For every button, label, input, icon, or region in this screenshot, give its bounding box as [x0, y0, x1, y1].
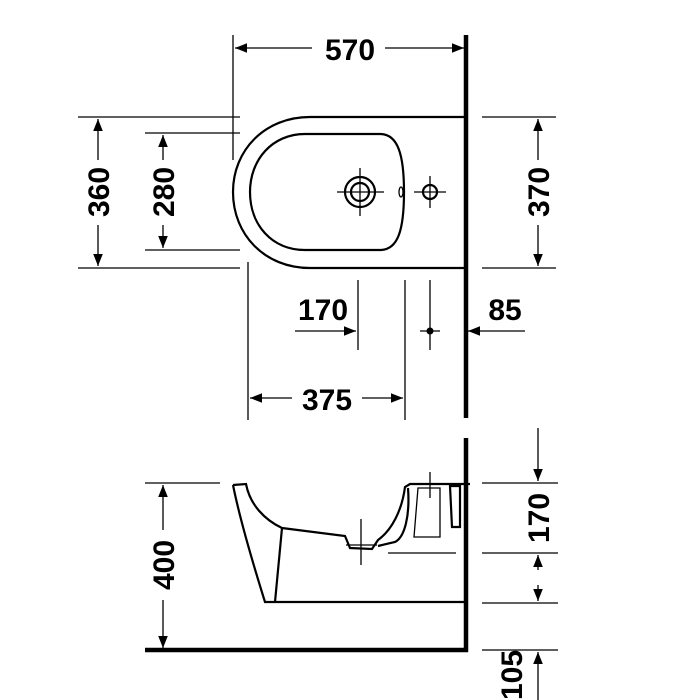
dim-370: 370	[523, 167, 556, 217]
dim-170-top: 170	[298, 294, 348, 327]
dim-280: 280	[148, 167, 181, 217]
dim-570: 570	[325, 34, 375, 67]
dim-400: 400	[148, 540, 181, 590]
bidet-side-view	[231, 472, 470, 604]
dim-170-bottom: 170	[523, 493, 556, 543]
dim-375: 375	[302, 384, 352, 417]
dim-85: 85	[488, 294, 521, 327]
dim-360: 360	[83, 167, 116, 217]
bidet-top-view	[231, 115, 464, 270]
dim-105: 105	[496, 650, 529, 700]
